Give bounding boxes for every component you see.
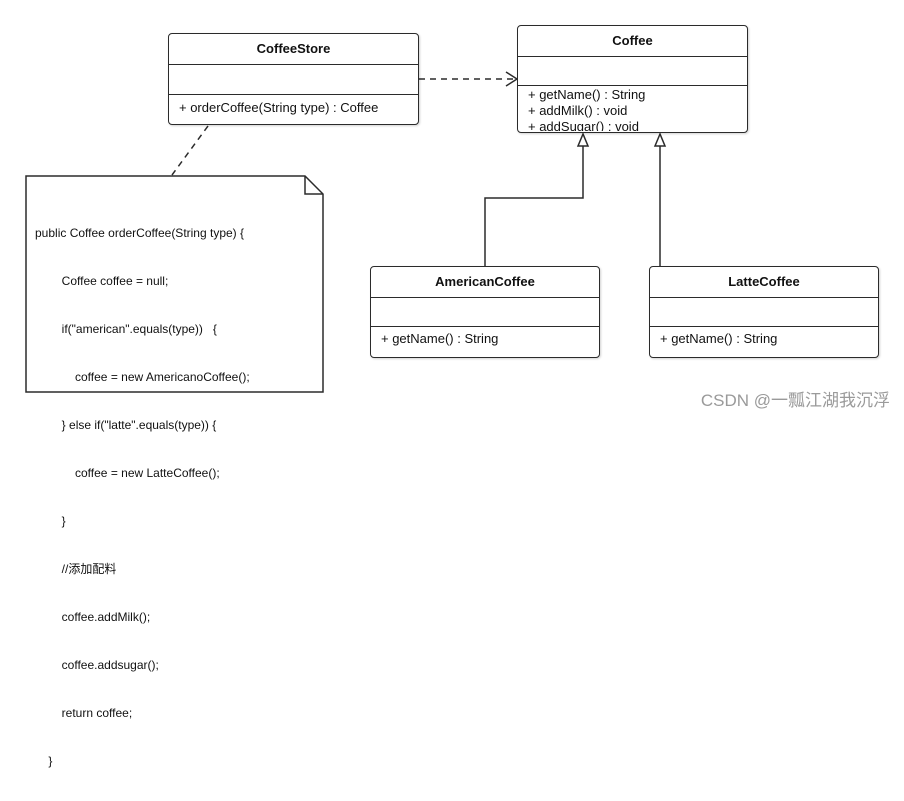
attributes-compartment [371,298,599,327]
generalization-latte-arrowhead [653,132,667,147]
operation: + getName() : String [528,87,646,102]
operations-compartment: + orderCoffee(String type) : Coffee [169,95,418,116]
operation: + getName() : String [660,331,778,346]
attributes-compartment [169,65,418,95]
class-lattecoffee[interactable]: LatteCoffee + getName() : String [649,266,879,358]
note-line: coffee.addMilk(); [35,610,151,624]
class-name: AmericanCoffee [371,267,599,298]
note-line: } [35,514,66,528]
generalization-american-arrowhead [576,132,590,147]
class-name: Coffee [518,26,747,57]
operations-compartment: + getName() : String [371,327,599,347]
note-line: public Coffee orderCoffee(String type) { [35,226,245,240]
operation: + orderCoffee(String type) : Coffee [179,100,379,115]
watermark: CSDN @一瓢江湖我沉浮 [700,391,890,410]
code-note[interactable]: public Coffee orderCoffee(String type) {… [25,175,324,768]
note-line: } else if("latte".equals(type)) { [35,418,217,432]
note-shape [25,175,324,393]
note-line: Coffee coffee = null; [35,274,169,288]
operation: + addMilk() : void [528,103,628,118]
note-line: coffee.addsugar(); [35,658,159,672]
operation: + addSugar() : void [528,119,639,131]
attributes-compartment [518,57,747,86]
note-anchor-line [171,125,209,176]
class-name: CoffeeStore [169,34,418,65]
note-line: if("american".equals(type)) { [35,322,217,336]
class-coffeestore[interactable]: CoffeeStore + orderCoffee(String type) :… [168,33,419,125]
note-code: public Coffee orderCoffee(String type) {… [35,193,250,801]
operations-compartment: + getName() : String + addMilk() : void … [518,86,747,131]
operation: + getName() : String [381,331,499,346]
note-line: coffee = new LatteCoffee(); [35,466,220,480]
class-name: LatteCoffee [650,267,878,298]
generalization-american-line [484,146,584,266]
note-line: } [35,754,53,768]
class-coffee[interactable]: Coffee + getName() : String + addMilk() … [517,25,748,133]
note-line: return coffee; [35,706,133,720]
note-line: coffee = new AmericanoCoffee(); [35,370,250,384]
note-line: //添加配料 [35,562,117,576]
class-americancoffee[interactable]: AmericanCoffee + getName() : String [370,266,600,358]
operations-compartment: + getName() : String [650,327,878,347]
attributes-compartment [650,298,878,327]
connectors-layer [171,71,667,266]
